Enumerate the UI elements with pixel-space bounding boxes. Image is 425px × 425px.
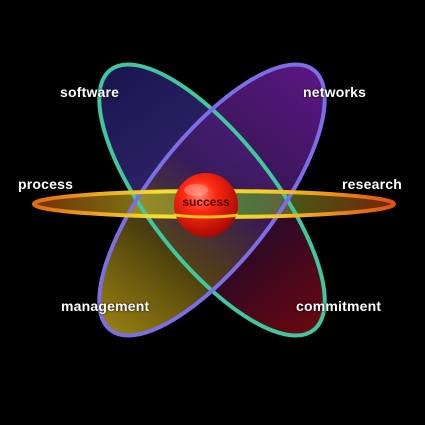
node-label-software: software: [60, 84, 120, 100]
node-label-research: research: [342, 176, 402, 192]
center-label-success: success: [182, 195, 230, 209]
node-label-networks: networks: [303, 84, 367, 100]
node-label-process: process: [18, 176, 74, 192]
orbit-a-ring: [97, 62, 327, 338]
node-label-commitment: commitment: [296, 298, 382, 314]
nucleus-highlight: [184, 184, 208, 196]
node-label-management: management: [61, 298, 150, 314]
orbit-b-ring: [97, 62, 327, 338]
orbit-c-front-segment: [173, 213, 239, 219]
nucleus-sphere: [174, 173, 238, 237]
